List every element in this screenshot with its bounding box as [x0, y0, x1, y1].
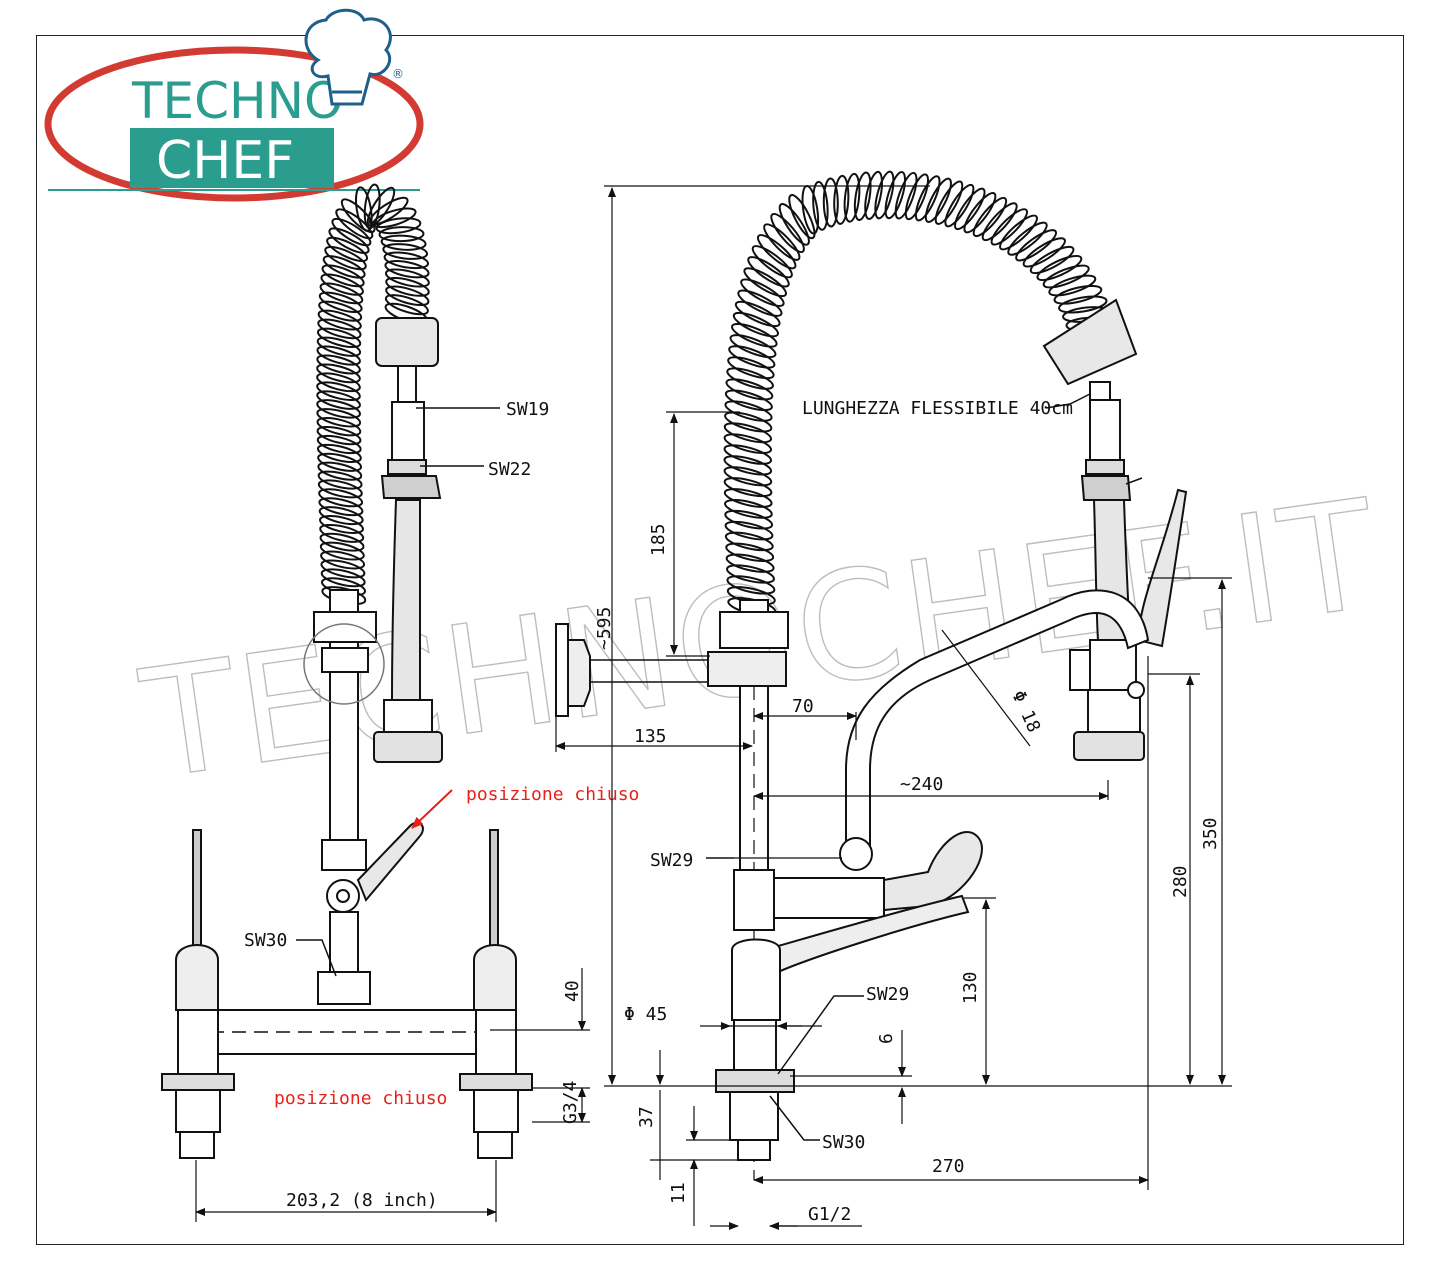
label-sw29-lower: SW29	[866, 984, 909, 1005]
logo-chef-band	[130, 128, 334, 188]
dim-phi18: Φ 18	[1007, 687, 1044, 735]
drawing-frame	[36, 35, 1404, 1245]
left-spray-head	[375, 317, 439, 367]
dim-6: 6	[876, 1033, 897, 1044]
label-sw22: SW22	[488, 459, 531, 480]
dim-phi45: Φ 45	[624, 1004, 667, 1025]
dim-270: 270	[932, 1156, 965, 1177]
logo-techno-text: TECHNO	[131, 72, 343, 130]
right-spray-head	[1042, 298, 1138, 386]
label-hose-length: LUNGHEZZA FLESSIBILE 40cm	[802, 398, 1073, 419]
left-spring-coil	[316, 183, 430, 606]
dim-185: 185	[648, 523, 669, 556]
dim-130: 130	[960, 971, 981, 1004]
label-sw19: SW19	[506, 399, 549, 420]
label-sw30-left: SW30	[244, 930, 287, 951]
chef-hat-icon	[304, 8, 392, 106]
dim-70: 70	[792, 696, 814, 717]
dim-g34: G3/4	[560, 1081, 581, 1124]
dim-350: 350	[1200, 817, 1221, 850]
dim-280: 280	[1170, 865, 1191, 898]
label-sw30-right: SW30	[822, 1132, 865, 1153]
dim-595: ~595	[594, 607, 615, 650]
closed-position-arrow	[411, 789, 453, 829]
label-sw29-upper: SW29	[650, 850, 693, 871]
right-spring-coil	[723, 170, 1116, 617]
label-closed-position-top: posizione chiuso	[466, 784, 639, 805]
dim-240: ~240	[900, 774, 943, 795]
right-view	[555, 170, 1232, 1230]
dim-135: 135	[634, 726, 667, 747]
dim-40: 40	[562, 980, 583, 1002]
dim-width: 203,2 (8 inch)	[286, 1190, 438, 1211]
logo-ring	[44, 46, 424, 202]
logo-chef-text: CHEF	[156, 131, 294, 191]
label-closed-position-bottom: posizione chiuso	[274, 1088, 447, 1109]
dim-37: 37	[636, 1106, 657, 1128]
logo-registered-mark: ®	[392, 67, 404, 81]
dim-g12: G1/2	[808, 1204, 851, 1225]
logo: TECHNO CHEF ®	[44, 8, 424, 202]
dim-11: 11	[668, 1182, 689, 1204]
left-view	[161, 183, 590, 1222]
